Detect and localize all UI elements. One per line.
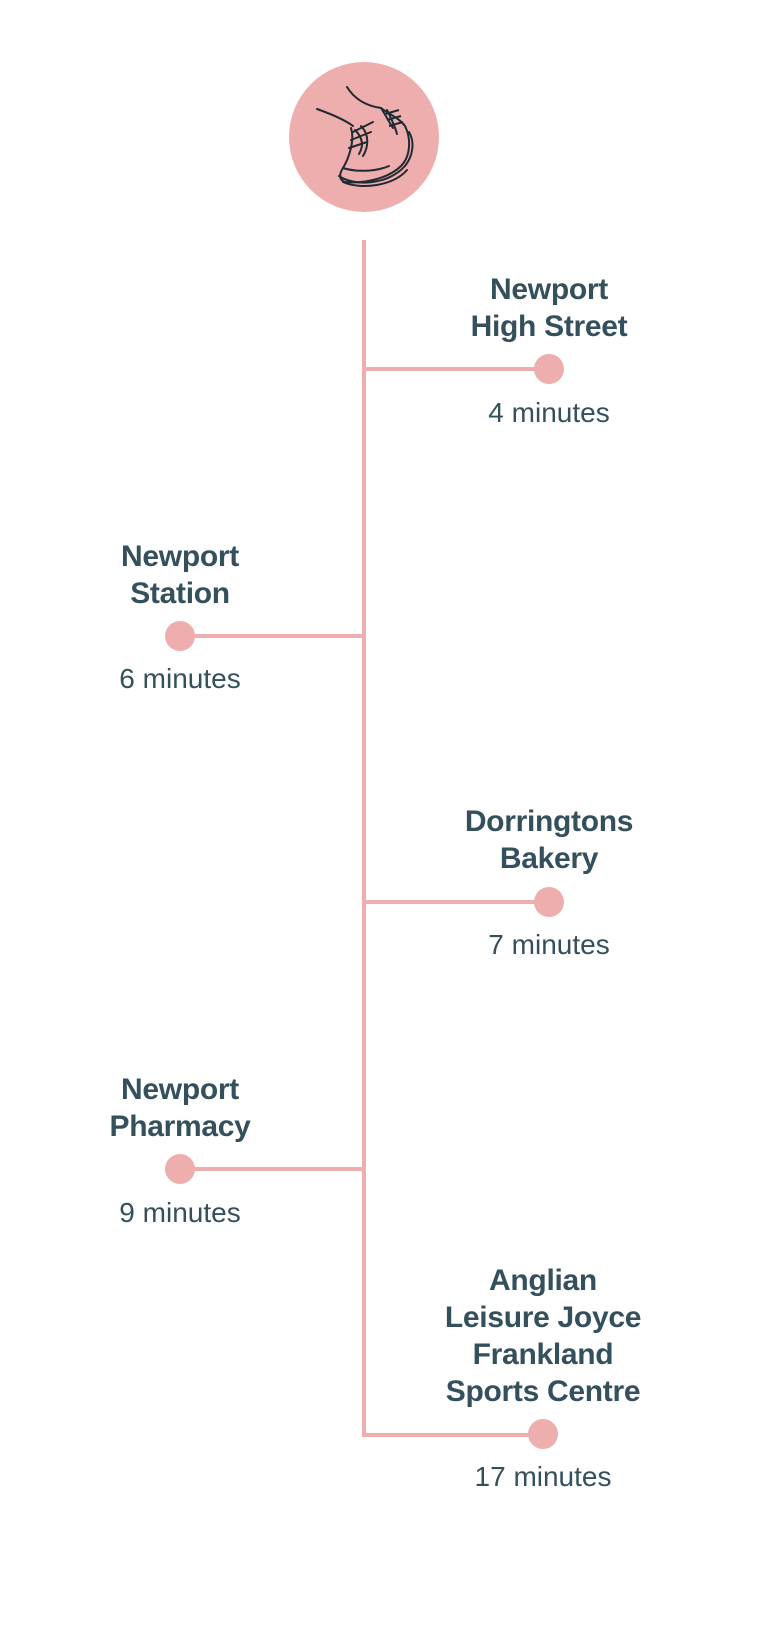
stop-marker: [165, 621, 195, 651]
stop-name: Newport High Street: [470, 273, 628, 343]
stop-time: 17 minutes: [474, 1461, 612, 1492]
stop-name: Anglian Leisure Joyce Frankland Sports C…: [444, 1264, 642, 1408]
stop-marker: [534, 354, 564, 384]
stop-time: 7 minutes: [488, 929, 610, 960]
stop-marker: [528, 1419, 558, 1449]
stop-time: 4 minutes: [488, 397, 610, 428]
stop-name: Newport Pharmacy: [109, 1073, 251, 1143]
branch-line: [180, 1167, 364, 1171]
stop-name: Dorringtons Bakery: [464, 805, 634, 875]
stop-marker: [534, 887, 564, 917]
branch-line: [364, 367, 549, 371]
stop-name: Newport Station: [121, 540, 239, 610]
shoe-icon: [316, 86, 414, 187]
branch-line: [180, 634, 364, 638]
stop-time: 6 minutes: [119, 663, 241, 694]
walking-badge: [289, 62, 439, 212]
branch-line: [364, 1433, 544, 1437]
stop-marker: [165, 1154, 195, 1184]
stop-time: 9 minutes: [119, 1197, 241, 1228]
timeline-spine: [362, 240, 366, 1437]
branch-line: [364, 900, 549, 904]
